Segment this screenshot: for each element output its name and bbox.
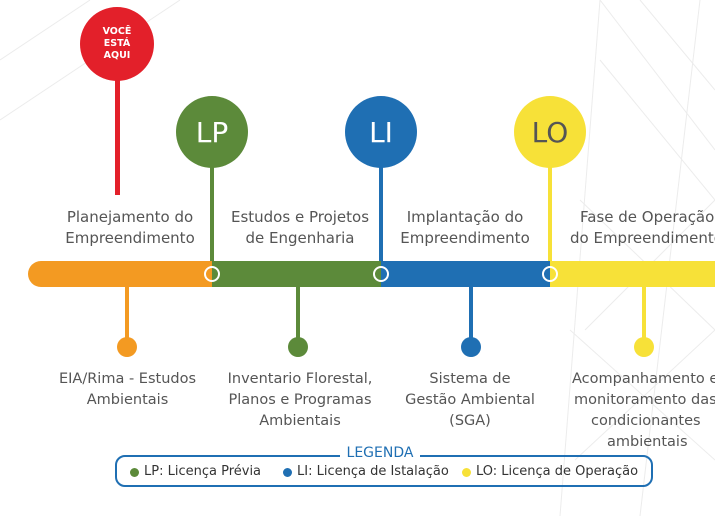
deliverable-dot-sga (461, 337, 481, 357)
lo-license-bubble: LO (514, 96, 586, 168)
li-license-bubble: LI (345, 96, 417, 168)
legend-dot-lo (462, 467, 471, 477)
deliverable-label-eia: EIA/Rima - Estudos Ambientais (58, 371, 197, 408)
lp-code: LP (195, 115, 229, 149)
here-marker: VOCÊ ESTÁ AQUI (80, 7, 154, 81)
here-marker-stem (115, 70, 120, 195)
deliverable-stem-sga (469, 287, 473, 339)
legend-title: LEGENDA (340, 444, 420, 462)
deliverable-label-monitoring: Acompanhamento e monitoramento das condi… (572, 371, 715, 450)
lo-code: LO (531, 115, 569, 149)
timeline-segment-implementation (381, 261, 551, 287)
legend-item-lp: LP: Licença Prévia (130, 463, 261, 481)
phase-label-planning: Planejamento do Empreendimento (65, 208, 195, 247)
deliverable-stem-inventory (296, 287, 300, 339)
deliverable-dot-inventory (288, 337, 308, 357)
deliverable-stem-monitoring (642, 287, 646, 339)
legend-item-li: LI: Licença de Istalação (283, 463, 449, 481)
li-milestone-ring (373, 266, 389, 282)
deliverable-label-inventory: Inventario Florestal, Planos e Programas… (227, 371, 373, 429)
deliverable-dot-monitoring (634, 337, 654, 357)
deliverable-label-sga: Sistema de Gestão Ambiental (SGA) (405, 371, 535, 429)
legend-dot-li (283, 467, 292, 477)
lp-license-bubble: LP (176, 96, 248, 168)
timeline-segment-planning (28, 261, 228, 287)
li-stem (379, 150, 383, 264)
phase-label-implementation: Implantação do Empreendimento (400, 208, 530, 247)
lo-milestone-ring (542, 266, 558, 282)
lp-milestone-ring (204, 266, 220, 282)
phase-label-operation: Fase de Operação do Empreendimento (570, 208, 715, 247)
li-code: LI (369, 115, 393, 149)
legend-dot-lp (130, 467, 139, 477)
deliverable-dot-eia (117, 337, 137, 357)
lo-stem (548, 150, 552, 264)
legend-item-lo: LO: Licença de Operação (462, 463, 638, 481)
deliverable-stem-eia (125, 287, 129, 339)
here-marker-label: VOCÊ ESTÁ AQUI (102, 26, 132, 61)
timeline-segment-engineering (212, 261, 382, 287)
timeline-segment-operation (550, 261, 715, 287)
lp-stem (210, 150, 214, 264)
phase-label-engineering: Estudos e Projetos de Engenharia (230, 208, 370, 247)
